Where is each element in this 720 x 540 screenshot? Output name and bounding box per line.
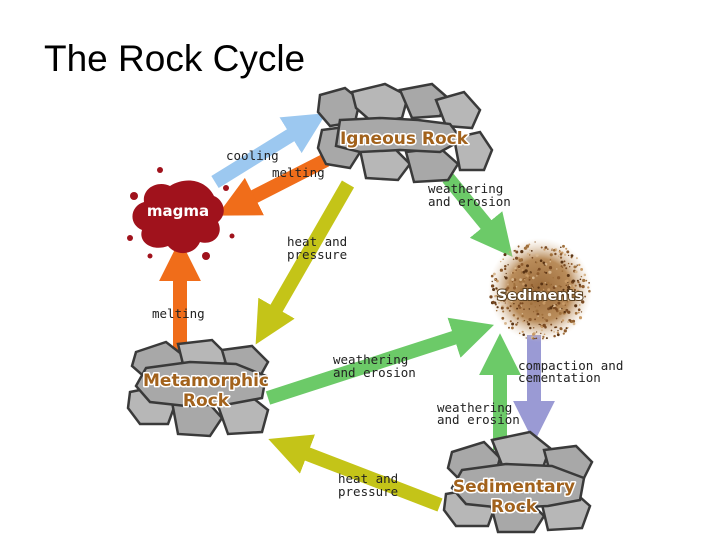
sediments-node: Sediments (488, 238, 592, 342)
heat-bottom-label-2: pressure (338, 484, 398, 499)
heat-pressure-arrow-sedimentary-to-metamorphic (268, 434, 443, 512)
weathering-arrow-igneous-to-sediments (442, 173, 513, 258)
heat-top-label-2: pressure (287, 247, 347, 262)
sediments-label: Sediments (497, 288, 583, 304)
igneous-rock-label: Igneous Rock (340, 129, 469, 149)
cooling-arrow (211, 113, 327, 188)
metamorphic-rock-label-line2: Rock (183, 391, 230, 411)
melting-left-label: melting (152, 306, 205, 321)
melting-arrow-igneous-to-magma (217, 153, 330, 216)
sedimentary-rock-node: Sedimentary Rock (442, 430, 594, 534)
compaction-label-1: compaction and (518, 358, 623, 373)
magma-node: magma (127, 167, 235, 260)
magma-label: magma (147, 202, 209, 220)
heat-pressure-arrow-igneous-to-metamorphic (255, 180, 355, 345)
igneous-rock-node: Igneous Rock (316, 82, 494, 184)
metamorphic-rock-node: Metamorphic Rock (126, 338, 271, 438)
weathering-low-label-1: weathering (437, 400, 512, 415)
weathering-mid-label-2: and erosion (333, 365, 416, 380)
weathering-arrow-metamorphic-to-sediments (265, 317, 494, 405)
weathering-mid-label-1: weathering (333, 352, 408, 367)
cooling-label: cooling (226, 148, 279, 163)
melting-top-label: melting (272, 165, 325, 180)
metamorphic-rock-label-line1: Metamorphic (143, 371, 269, 391)
compaction-label-2: cementation (518, 370, 601, 385)
sedimentary-rock-label-line1: Sedimentary (453, 477, 575, 497)
weathering-top-label-1: weathering (428, 181, 503, 196)
weathering-top-label-2: and erosion (428, 194, 511, 209)
heat-bottom-label-1: heat and (338, 471, 398, 486)
sedimentary-rock-label-line2: Rock (491, 497, 538, 517)
slide-title: The Rock Cycle (44, 38, 306, 79)
heat-top-label-1: heat and (287, 234, 347, 249)
weathering-low-label-2: and erosion (437, 412, 520, 427)
